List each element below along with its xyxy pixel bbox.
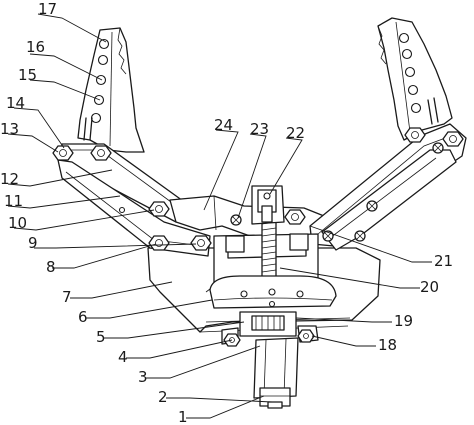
slider-block: [251, 185, 285, 225]
callout-14: 14: [6, 94, 25, 112]
right-finger: [377, 17, 453, 141]
right-link-pair: [309, 123, 467, 251]
callout-9: 9: [28, 234, 38, 252]
callout-13: 13: [0, 120, 19, 138]
callout-7: 7: [62, 288, 72, 306]
hex-nut-crossplate: [284, 209, 306, 225]
hex-nut-14: [90, 145, 112, 161]
callout-3: 3: [138, 368, 148, 386]
left-finger: [77, 27, 145, 153]
callout-11: 11: [4, 192, 23, 210]
callout-12: 12: [0, 170, 19, 188]
callout-16: 16: [26, 38, 45, 56]
cross-screw-right-b: [354, 230, 366, 242]
cross-screw-right-c: [366, 200, 378, 212]
leader-lines: [7, 13, 432, 419]
callout-5: 5: [96, 328, 106, 346]
callout-21: 21: [434, 252, 453, 270]
hex-nut-13: [52, 145, 74, 161]
callout-23: 23: [250, 120, 269, 138]
hex-nut-right-top: [404, 127, 426, 143]
hex-nut-9: [190, 235, 212, 251]
callout-24: 24: [214, 116, 233, 134]
callout-18: 18: [378, 336, 397, 354]
motor: [253, 337, 299, 409]
callout-6: 6: [78, 308, 88, 326]
hex-nut-right-top-2: [442, 131, 464, 147]
callout-1: 1: [178, 408, 188, 425]
callout-2: 2: [158, 388, 168, 406]
callout-8: 8: [46, 258, 56, 276]
callout-4: 4: [118, 348, 128, 366]
motor-mount-nut-right: [297, 329, 315, 343]
callout-19: 19: [394, 312, 413, 330]
lead-screw: [261, 217, 277, 281]
callout-17: 17: [38, 0, 57, 18]
half-disc-mount: [209, 275, 337, 309]
callout-10: 10: [8, 214, 27, 232]
callout-22: 22: [286, 124, 305, 142]
callout-labels: 17 16 15 14 13 12 11 10 9 8 7 6 5 4 3 2 …: [0, 0, 453, 425]
hex-nut-8: [148, 235, 170, 251]
callout-15: 15: [18, 66, 37, 84]
callout-20: 20: [420, 278, 439, 296]
cross-screw-23: [230, 214, 242, 226]
hex-nut-10: [148, 201, 170, 217]
cross-screw-right-d: [432, 142, 444, 154]
